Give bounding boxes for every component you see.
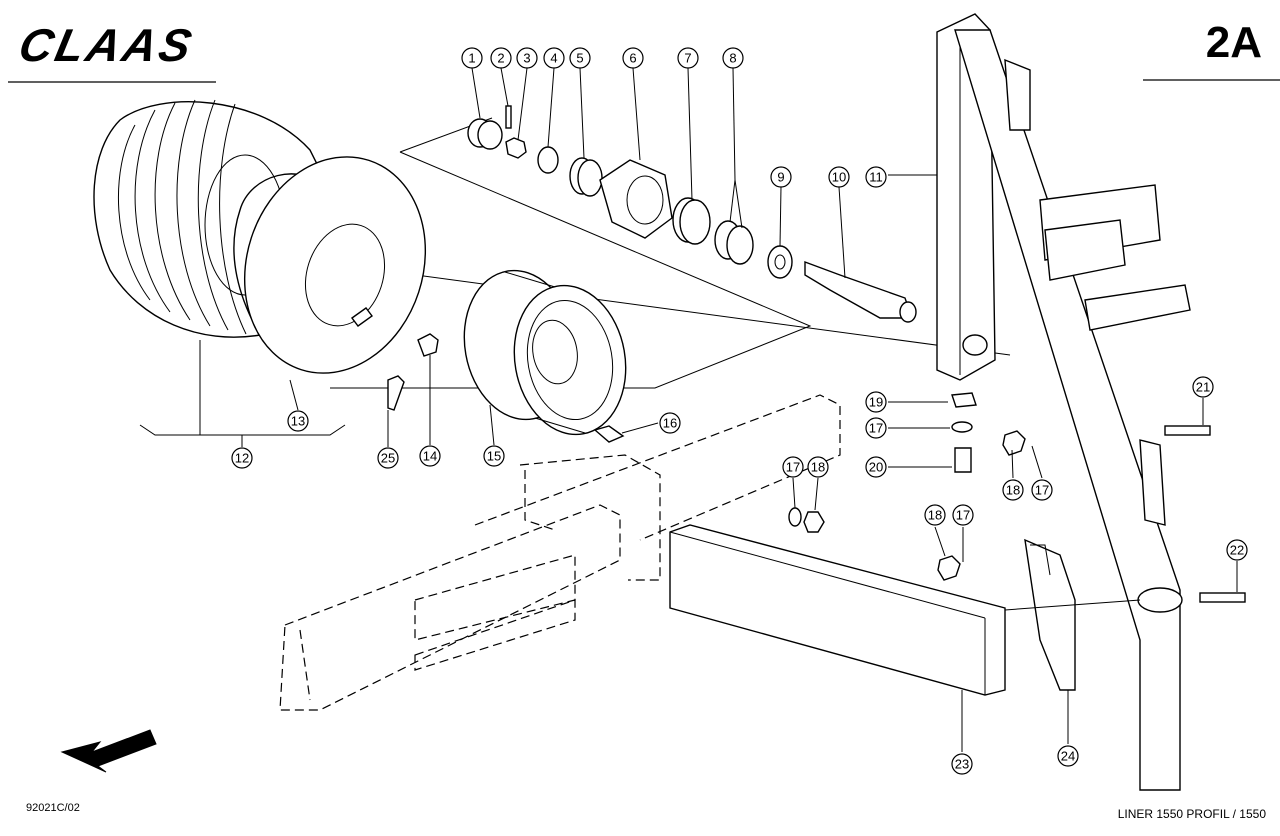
svg-text:16: 16 bbox=[663, 416, 677, 431]
arrow-down-left-icon bbox=[60, 729, 157, 773]
model-label: LINER 1550 PROFIL / 1550 bbox=[1117, 807, 1266, 821]
claas-logo: CLAAS bbox=[14, 19, 199, 71]
callout-17-b: 17 bbox=[782, 456, 804, 478]
callout-25: 25 bbox=[377, 447, 399, 469]
svg-text:12: 12 bbox=[235, 451, 249, 466]
svg-text:10: 10 bbox=[832, 170, 846, 185]
svg-text:21: 21 bbox=[1196, 380, 1210, 395]
svg-text:9: 9 bbox=[777, 170, 784, 185]
svg-text:4: 4 bbox=[550, 51, 557, 66]
svg-text:8: 8 bbox=[729, 51, 736, 66]
svg-text:17: 17 bbox=[1035, 483, 1049, 498]
svg-text:18: 18 bbox=[811, 460, 825, 475]
svg-text:17: 17 bbox=[869, 421, 883, 436]
svg-text:17: 17 bbox=[956, 508, 970, 523]
callout-1: 1 bbox=[461, 47, 483, 69]
callout-14: 14 bbox=[419, 445, 441, 467]
callout-22: 22 bbox=[1226, 539, 1248, 561]
svg-text:14: 14 bbox=[423, 449, 437, 464]
callout-6: 6 bbox=[622, 47, 644, 69]
callout-4: 4 bbox=[543, 47, 565, 69]
callout-18-a: 18 bbox=[807, 456, 829, 478]
wheel-rim bbox=[463, 269, 627, 436]
callout-10: 10 bbox=[828, 166, 850, 188]
callout-7: 7 bbox=[677, 47, 699, 69]
svg-text:2: 2 bbox=[497, 51, 504, 66]
callout-13: 13 bbox=[287, 410, 309, 432]
drawing-code: 92021C/02 bbox=[26, 802, 80, 814]
callout-15: 15 bbox=[483, 445, 505, 467]
callout-8: 8 bbox=[722, 47, 744, 69]
wheel-axis-line bbox=[319, 261, 1011, 356]
inner-tube bbox=[243, 156, 427, 374]
frame-arm bbox=[936, 13, 1191, 791]
callout-23: 23 bbox=[951, 753, 973, 775]
svg-text:11: 11 bbox=[869, 170, 883, 185]
callout-20: 20 bbox=[865, 456, 887, 478]
callout-9: 9 bbox=[770, 166, 792, 188]
callout-17-c: 17 bbox=[952, 504, 974, 526]
callout-21: 21 bbox=[1192, 376, 1214, 398]
svg-text:18: 18 bbox=[928, 508, 942, 523]
callout-24: 24 bbox=[1057, 745, 1079, 767]
dashed-base-frame bbox=[279, 394, 841, 711]
svg-text:6: 6 bbox=[629, 51, 636, 66]
svg-text:23: 23 bbox=[955, 757, 969, 772]
svg-text:1: 1 bbox=[468, 51, 475, 66]
mounting-bracket bbox=[1024, 538, 1076, 691]
page-number: 2A bbox=[1205, 18, 1262, 67]
leader-lines bbox=[139, 67, 1238, 752]
svg-text:15: 15 bbox=[487, 449, 501, 464]
callout-12: 12 bbox=[231, 447, 253, 469]
svg-text:5: 5 bbox=[576, 51, 583, 66]
callout-5: 5 bbox=[569, 47, 591, 69]
fasteners bbox=[387, 333, 1246, 603]
hub-components bbox=[467, 105, 917, 323]
svg-text:20: 20 bbox=[869, 460, 883, 475]
callout-19: 19 bbox=[865, 391, 887, 413]
callout-3: 3 bbox=[516, 47, 538, 69]
callout-18-c: 18 bbox=[1002, 479, 1024, 501]
carrier-bar bbox=[669, 524, 1006, 696]
svg-text:25: 25 bbox=[381, 451, 395, 466]
svg-text:13: 13 bbox=[291, 414, 305, 429]
svg-text:17: 17 bbox=[786, 460, 800, 475]
svg-text:22: 22 bbox=[1230, 543, 1244, 558]
svg-text:3: 3 bbox=[523, 51, 530, 66]
callout-17-d: 17 bbox=[1031, 479, 1053, 501]
callout-17-a: 17 bbox=[865, 417, 887, 439]
callout-11: 11 bbox=[865, 166, 887, 188]
svg-text:7: 7 bbox=[684, 51, 691, 66]
callout-18-b: 18 bbox=[924, 504, 946, 526]
callout-2: 2 bbox=[490, 47, 512, 69]
svg-text:18: 18 bbox=[1006, 483, 1020, 498]
svg-text:24: 24 bbox=[1061, 749, 1075, 764]
callout-16: 16 bbox=[659, 412, 681, 434]
svg-text:19: 19 bbox=[869, 395, 883, 410]
